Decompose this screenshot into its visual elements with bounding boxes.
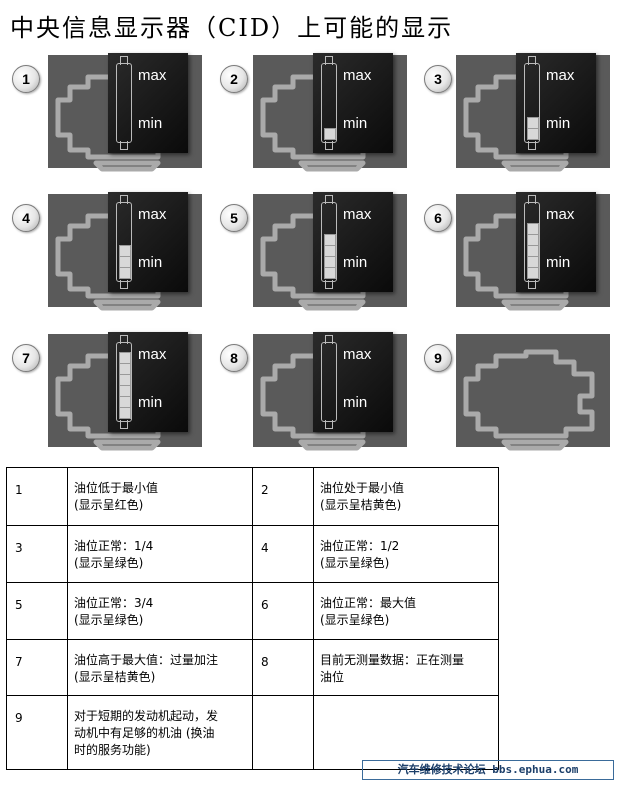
oil-level-segment [527,245,539,257]
panel-number-badge: 2 [220,65,248,93]
legend-text: 油位正常：1/2(显示呈绿色) [313,525,499,583]
legend-text: 油位正常：最大值(显示呈绿色) [313,582,499,640]
gauge-max-label: max [138,346,167,363]
panel-number-badge: 6 [424,204,452,232]
engine-outline-icon [463,349,595,451]
legend-number: 4 [252,525,314,583]
gauge-max-label: max [138,206,167,223]
oil-level-segment [324,234,336,246]
oil-level-segment [527,128,539,140]
gauge-max-label: max [343,206,372,223]
cid-display-panel: max min [48,332,202,451]
panel-number-badge: 9 [424,344,452,372]
gauge-max-label: max [343,67,372,84]
gauge-min-label: min [343,254,368,271]
oil-level-segment [324,256,336,268]
gauge-max-label: max [343,346,372,363]
oil-level-segment [527,117,539,129]
legend-number: 6 [252,582,314,640]
panel-number-badge: 4 [12,204,40,232]
oil-level-segment [527,256,539,268]
gauge-max-label: max [546,206,575,223]
oil-level-gauge: max min [108,53,188,153]
oil-level-gauge: max min [108,192,188,292]
legend-number: 2 [252,467,314,526]
legend-number: 9 [6,695,68,770]
oil-level-segment [324,267,336,279]
cid-display-panel: max min [48,192,202,311]
panel-number-badge: 7 [12,344,40,372]
oil-level-segment [119,363,131,375]
oil-level-segment [119,385,131,397]
gauge-min-label: min [138,394,163,411]
gauge-max-label: max [138,67,167,84]
forum-watermark: 汽车维修技术论坛 bbs.ephua.com [362,760,614,780]
oil-level-gauge: max min [313,192,393,292]
page-title: 中央信息显示器（CID）上可能的显示 [10,14,454,42]
oil-level-segment [527,223,539,235]
panel-number-badge: 3 [424,65,452,93]
oil-level-gauge: max min [313,53,393,153]
cid-display-panel [456,334,610,451]
cid-display-panel: max min [456,192,610,311]
legend-text: 油位低于最小值(显示呈红色) [67,467,253,526]
legend-text: 油位高于最大值：过量加注(显示呈桔黄色) [67,639,253,696]
oil-level-segment [119,352,131,364]
panel-number-badge: 8 [220,344,248,372]
oil-level-segment [119,407,131,419]
legend-text: 目前无测量数据：正在测量油位 [313,639,499,696]
gauge-min-label: min [343,115,368,132]
legend-number: 8 [252,639,314,696]
dipstick-icon [116,56,132,150]
panel-number-badge: 5 [220,204,248,232]
gauge-min-label: min [546,254,571,271]
legend-number: 7 [6,639,68,696]
oil-level-gauge: max min [108,332,188,432]
gauge-min-label: min [546,115,571,132]
oil-level-segment [324,128,336,140]
oil-level-segment [527,234,539,246]
oil-level-gauge: max min [516,53,596,153]
gauge-min-label: min [343,394,368,411]
dipstick-icon [524,56,540,150]
gauge-min-label: min [138,254,163,271]
gauge-max-label: max [546,67,575,84]
oil-level-segment [119,245,131,257]
oil-level-segment [119,374,131,386]
legend-text: 对于短期的发动机起动，发动机中有足够的机油 (换油时的服务功能) [67,695,253,770]
legend-table: 1 油位低于最小值(显示呈红色) 2 油位处于最小值(显示呈桔黄色) 3 油位正… [6,467,499,770]
dipstick-icon [321,56,337,150]
legend-number: 5 [6,582,68,640]
oil-level-segment [119,396,131,408]
engine-outline-path [463,349,595,451]
cid-display-panel: max min [456,53,610,172]
oil-level-segment [324,245,336,257]
oil-level-gauge: max min [313,332,393,432]
cid-display-panel: max min [48,53,202,172]
legend-empty-cell [252,695,314,770]
oil-level-segment [119,267,131,279]
oil-level-gauge: max min [516,192,596,292]
cid-display-panel: max min [253,192,407,311]
cid-display-panel: max min [253,53,407,172]
cid-display-panel: max min [253,332,407,451]
dipstick-icon [321,195,337,289]
legend-text: 油位正常：1/4(显示呈绿色) [67,525,253,583]
legend-number: 3 [6,525,68,583]
legend-text: 油位处于最小值(显示呈桔黄色) [313,467,499,526]
legend-text: 油位正常：3/4(显示呈绿色) [67,582,253,640]
dipstick-icon [116,335,132,429]
dipstick-icon [524,195,540,289]
gauge-min-label: min [138,115,163,132]
dipstick-icon [116,195,132,289]
panel-number-badge: 1 [12,65,40,93]
oil-level-segment [119,256,131,268]
oil-level-segment [527,267,539,279]
dipstick-icon [321,335,337,429]
legend-empty-cell [313,695,499,770]
legend-number: 1 [6,467,68,526]
